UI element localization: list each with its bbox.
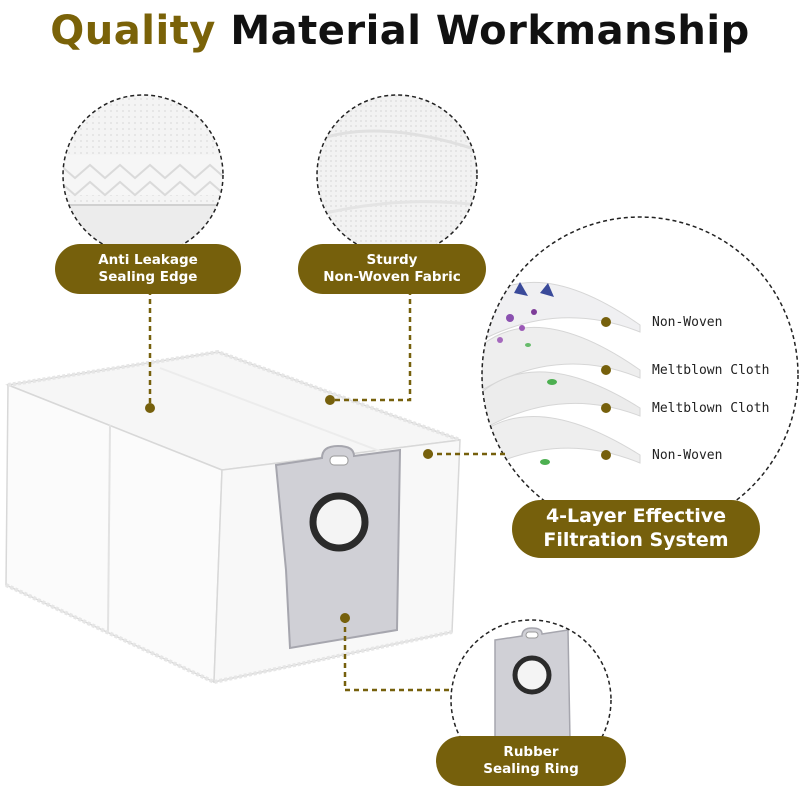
callout-rubber: Rubber Sealing Ring xyxy=(436,736,626,786)
leader-lines xyxy=(148,290,505,692)
layer-label-3: Meltblown Cloth xyxy=(652,401,770,416)
layer-label-2: Meltblown Cloth xyxy=(652,363,770,378)
callout-sturdy: Sturdy Non-Woven Fabric xyxy=(298,244,486,294)
dust-bag xyxy=(5,349,461,685)
title-accent: Quality xyxy=(50,8,216,54)
page-title: Quality Material Workmanship xyxy=(0,8,800,54)
zoom-circle-sealing-edge xyxy=(62,94,224,256)
zoom-circle-filtration xyxy=(481,216,799,534)
callout-anti-leakage: Anti Leakage Sealing Edge xyxy=(55,244,241,294)
title-rest: Material Workmanship xyxy=(230,8,750,54)
layer-label-4: Non-Woven xyxy=(652,448,723,463)
leader-dots xyxy=(145,395,433,623)
zoom-circle-fabric xyxy=(316,94,478,256)
callout-filtration: 4-Layer Effective Filtration System xyxy=(512,500,760,558)
rubber-ring xyxy=(309,492,369,552)
layer-label-1: Non-Woven xyxy=(652,315,723,330)
